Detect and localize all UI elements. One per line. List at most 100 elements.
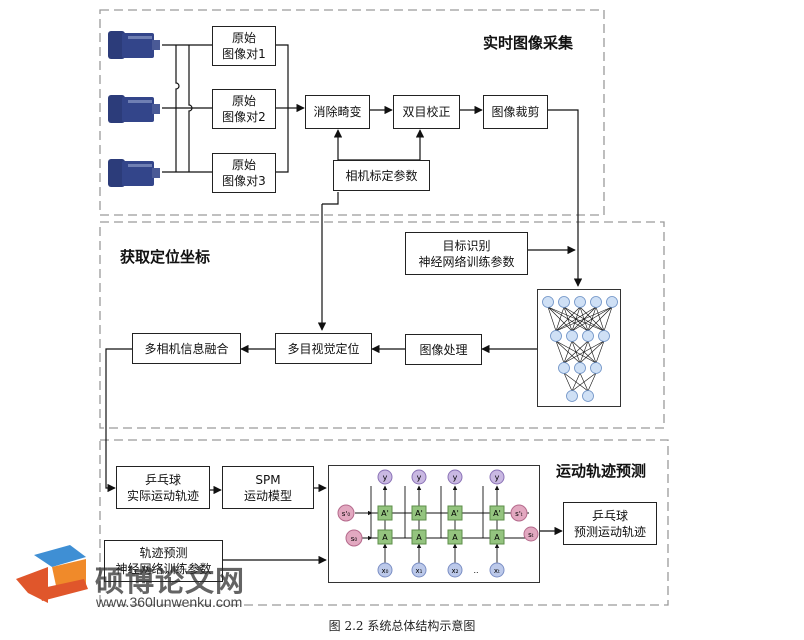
nn-node <box>590 362 602 374</box>
output-node <box>411 469 427 485</box>
box-line: 图像对2 <box>222 110 266 124</box>
raw-to-undistort-wires <box>276 44 305 173</box>
figure-caption: 图 2.2 系统总体结构示意图 <box>328 619 476 633</box>
box-line: SPM <box>255 472 281 487</box>
box-line: 神经网络训练参数 <box>418 254 515 269</box>
hidden-node-forward-label: A <box>452 533 458 542</box>
camera-icon <box>108 31 160 59</box>
camera-calibration-box: 相机标定参数 <box>333 160 430 191</box>
nn-edge <box>579 340 605 364</box>
box-line: 多目视觉定位 <box>287 341 360 356</box>
pipeline-arrows <box>105 105 583 565</box>
input-node-label: x₁ <box>416 567 423 575</box>
nn-node <box>606 296 618 308</box>
output-node <box>447 469 463 485</box>
recurrent-network-figure: y A' A x₀ y A' <box>328 465 540 583</box>
state-right-forward <box>523 526 539 542</box>
box-line: 乒乓球 <box>591 508 628 523</box>
recurrent-network-graph: y A' A x₀ y A' <box>337 469 539 578</box>
hidden-node-backward <box>447 505 463 521</box>
camera-icon <box>108 95 160 123</box>
box-line: 乒乓球 <box>144 472 181 487</box>
hidden-node-forward-label: A <box>494 533 500 542</box>
crop-box: 图像裁剪 <box>483 95 548 129</box>
capture-region <box>99 9 605 216</box>
output-node-label: y <box>417 473 422 482</box>
nn-node <box>590 296 602 308</box>
nn-edge <box>563 340 589 364</box>
neural-network-figure <box>537 289 621 407</box>
raw-image-pair-3-box: 原始 图像对3 <box>212 153 276 193</box>
box-line: 神经网络训练参数 <box>115 562 212 576</box>
input-node <box>411 562 427 578</box>
nn-edge <box>555 306 613 332</box>
nn-edge <box>547 306 557 332</box>
box-line: 运动模型 <box>243 488 292 503</box>
watermark-url: www.360lunwenku.com <box>96 594 243 610</box>
hidden-node-backward <box>411 505 427 521</box>
nn-edge <box>563 372 573 392</box>
camera-wires <box>162 44 212 173</box>
nn-node <box>558 296 570 308</box>
locate-region <box>99 221 665 429</box>
nn-node <box>574 296 586 308</box>
nn-node <box>566 390 578 402</box>
raw-image-pair-2-box: 原始 图像对2 <box>212 89 276 129</box>
box-line: 预测运动轨迹 <box>573 524 646 539</box>
state-right-backward-label: s'ₜ <box>515 510 523 518</box>
spm-model-box: SPM 运动模型 <box>222 466 314 509</box>
nn-edge <box>555 306 565 332</box>
nn-node <box>550 330 562 342</box>
nn-edge <box>603 306 613 332</box>
section-title-predict: 运动轨迹预测 <box>556 462 647 480</box>
state-right-forward-label: sₜ <box>528 531 534 539</box>
input-node <box>377 562 393 578</box>
multiview-localization-box: 多目视觉定位 <box>275 333 372 364</box>
nn-edge <box>563 340 605 364</box>
state-left-forward <box>345 529 363 547</box>
sequence-ellipsis: .. <box>473 566 478 575</box>
box-line: 原始 <box>231 158 256 172</box>
box-line: 原始 <box>231 31 256 45</box>
input-node <box>489 562 505 578</box>
predicted-trajectory-box: 乒乓球 预测运动轨迹 <box>563 502 657 545</box>
multicamera-fusion-box: 多相机信息融合 <box>132 333 241 364</box>
input-node-label: x₂ <box>452 567 459 575</box>
box-line: 双目校正 <box>402 105 451 119</box>
box-line: 多相机信息融合 <box>144 341 229 356</box>
nn-node <box>574 362 586 374</box>
box-line: 图像对1 <box>222 47 266 61</box>
box-line: 图像裁剪 <box>491 105 540 119</box>
neural-network-graph <box>542 296 618 402</box>
state-left-backward <box>337 504 355 522</box>
output-node-label: y <box>383 473 388 482</box>
section-title-capture: 实时图像采集 <box>483 34 574 52</box>
nn-edge <box>563 340 573 364</box>
hidden-node-forward <box>411 529 427 545</box>
hidden-node-backward-label: A' <box>381 509 389 518</box>
box-line: 原始 <box>231 94 256 108</box>
hidden-node-backward-label: A' <box>451 509 459 518</box>
state-left-forward-label: s₀ <box>351 535 358 543</box>
box-line: 消除畸变 <box>313 105 362 119</box>
predict-region <box>99 439 669 606</box>
hidden-node-forward-label: A <box>416 533 422 542</box>
actual-trajectory-box: 乒乓球 实际运动轨迹 <box>116 466 210 509</box>
raw-image-pair-1-box: 原始 图像对1 <box>212 26 276 66</box>
rnn-columns: y A' A x₀ y A' <box>370 469 505 578</box>
nn-edge <box>595 340 605 364</box>
output-node <box>489 469 505 485</box>
nn-edge <box>587 306 613 332</box>
watermark-logo-icon <box>16 545 88 603</box>
nn-edge <box>555 306 597 332</box>
box-line: 目标识别 <box>442 238 491 253</box>
output-node-label: y <box>453 473 458 482</box>
camera-icon <box>108 159 160 187</box>
nn-edge <box>571 372 581 392</box>
watermark-name: 硕博论文网 <box>95 564 246 598</box>
section-regions <box>99 9 669 606</box>
nn-node <box>542 296 554 308</box>
hidden-node-forward <box>447 529 463 545</box>
nn-edges <box>547 306 613 392</box>
nn-edge <box>555 306 581 332</box>
